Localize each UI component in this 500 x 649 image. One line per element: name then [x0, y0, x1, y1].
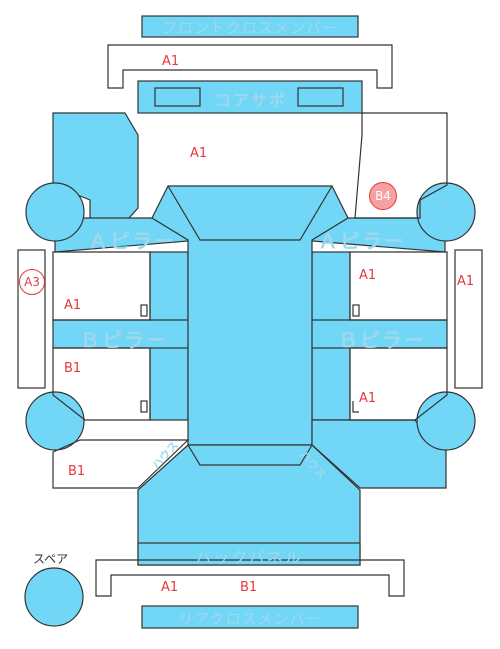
b-pillar-right-label: Ｂピラー: [338, 328, 426, 352]
rear-bumper-bracket: [95, 559, 405, 597]
left-rear-door: [52, 347, 151, 421]
left-rocker-panel: [17, 249, 46, 389]
grade-left-front-door: A1: [64, 298, 82, 313]
front-bumper-bracket: [107, 44, 393, 89]
grade-hood-area: A1: [190, 146, 208, 161]
grade-right-front-door: A1: [359, 268, 377, 283]
front-cross-member-label: フロントクロスメンバー: [161, 19, 338, 37]
grade-rear-cross-member-2: B1: [240, 580, 258, 595]
right-front-door: [349, 251, 448, 321]
right-rear-door-handle: [352, 401, 359, 413]
grade-left-rear-quarter: B1: [68, 464, 86, 479]
a-pillar-right-label: Ａピラー: [318, 229, 406, 253]
spare-tire: [24, 567, 84, 627]
grade-left-rocker-badge: A3: [19, 269, 45, 295]
grade-right-rocker: A1: [457, 274, 475, 289]
rear-window-lines: [187, 444, 313, 466]
rear-left-wheel: [25, 391, 85, 451]
rear-cross-member-label: リアクロスメンバー: [178, 610, 322, 628]
grade-rear-cross-member-1: A1: [161, 580, 179, 595]
right-rocker-panel: [454, 249, 483, 389]
right-front-door-handle: [352, 304, 360, 317]
a-pillar-left-label: Ａピラー: [88, 229, 176, 253]
left-rear-door-handle: [140, 400, 148, 413]
core-support-right-slot: [297, 87, 344, 107]
spare-label: スペア: [33, 552, 69, 566]
left-rear-quarter: [52, 439, 190, 489]
right-rear-door: [349, 347, 448, 421]
left-front-door-handle: [140, 304, 148, 317]
b-pillar-left-label: Ｂピラー: [80, 328, 168, 352]
core-support-left-slot: [154, 87, 201, 107]
front-right-wheel: [416, 182, 476, 242]
back-panel-label: バックパネル: [195, 548, 303, 567]
right-front-fender: [354, 112, 448, 219]
grade-right-rear-door: A1: [359, 391, 377, 406]
rear-right-wheel: [416, 391, 476, 451]
grade-left-rear-door: B1: [64, 361, 82, 376]
grade-a-pillar-right-badge: B4: [369, 182, 397, 210]
front-left-wheel: [25, 182, 85, 242]
rear-cross-member-panel: [141, 605, 359, 629]
front-cross-member-panel: [141, 15, 359, 38]
grade-front-cross-member: A1: [162, 54, 180, 69]
windshield-lines: [167, 185, 333, 241]
core-support-label: コアサポ: [214, 91, 287, 110]
left-front-door: [52, 251, 151, 321]
